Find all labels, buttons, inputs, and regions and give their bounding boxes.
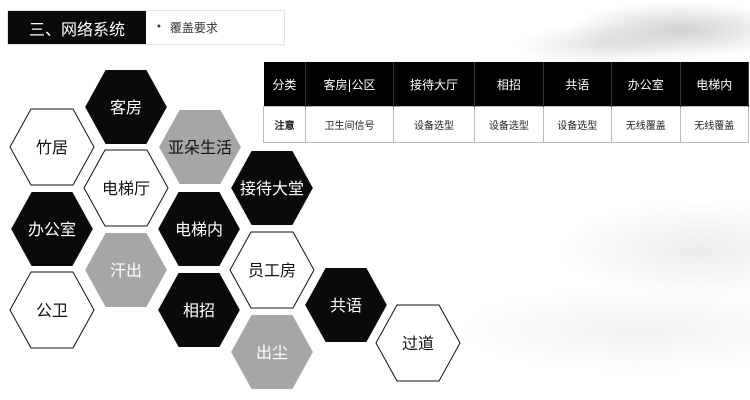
table-cell: 无线覆盖 — [679, 106, 749, 143]
hexagon-label: 电梯厅 — [102, 179, 150, 198]
table-header-cell: 电梯内 — [680, 62, 749, 107]
hexagon-shape — [228, 313, 316, 391]
hexagon-6: 办公室 — [8, 190, 96, 268]
hexagon-label: 汗出 — [110, 261, 142, 280]
hexagon-8: 汗出 — [82, 231, 170, 309]
table-row: 注意卫生间信号设备选型设备选型设备选型无线覆盖无线覆盖 — [262, 106, 749, 143]
table-header-row: 分类客房|公区接待大厅相招共语办公室电梯内 — [263, 62, 749, 107]
hexagon-label: 办公室 — [28, 220, 76, 239]
hexagon-13: 出尘 — [228, 313, 316, 391]
table-cell: 卫生间信号 — [305, 106, 394, 143]
table-cell: 无线覆盖 — [611, 106, 681, 143]
hexagon-shape — [155, 190, 243, 268]
hexagon-label: 亚朵生活 — [168, 138, 232, 157]
hexagon-shape — [9, 108, 95, 186]
coverage-table: 分类客房|公区接待大厅相招共语办公室电梯内 注意卫生间信号设备选型设备选型设备选… — [262, 62, 749, 143]
hexagon-shape — [82, 231, 170, 309]
hexagon-shape — [82, 68, 170, 146]
table-cell: 设备选型 — [392, 106, 476, 143]
hexagon-label: 过道 — [402, 334, 434, 353]
hexagon-5: 接待大堂 — [228, 149, 316, 227]
hexagon-label: 共语 — [330, 296, 362, 315]
hexagon-shape — [155, 271, 243, 349]
table-header-cell: 分类 — [263, 62, 307, 107]
hexagon-label: 员工房 — [248, 261, 296, 280]
hexagon-9: 员工房 — [229, 231, 315, 309]
table-header-cell: 共语 — [543, 62, 613, 107]
hexagon-4: 电梯厅 — [83, 149, 169, 227]
hexagon-10: 公卫 — [9, 271, 95, 349]
hexagon-1: 客房 — [82, 68, 170, 146]
hexagon-shape — [302, 266, 390, 344]
section-subtitle: 覆盖要求 — [169, 21, 218, 35]
section-title: 三、网络系统 — [8, 11, 146, 44]
hexagon-shape — [156, 108, 244, 186]
hexagon-3: 亚朵生活 — [156, 108, 244, 186]
table-cell: 注意 — [262, 106, 307, 143]
hexagon-label: 电梯内 — [175, 220, 223, 239]
table-header-cell: 客房|公区 — [305, 62, 394, 107]
hexagon-7: 电梯内 — [155, 190, 243, 268]
section-header: 三、网络系统 • 覆盖要求 — [7, 10, 285, 45]
hexagon-14: 过道 — [375, 304, 461, 382]
hexagon-shape — [228, 149, 316, 227]
hexagon-shape — [9, 271, 95, 349]
hexagon-2: 竹居 — [9, 108, 95, 186]
hexagon-11: 相招 — [155, 271, 243, 349]
hexagon-shape — [375, 304, 461, 382]
hexagon-label: 出尘 — [256, 343, 288, 362]
table-cell: 设备选型 — [542, 106, 613, 143]
hexagon-label: 公卫 — [36, 301, 68, 320]
table-header-cell: 办公室 — [611, 62, 681, 107]
hexagon-label: 客房 — [110, 98, 142, 117]
hexagon-shape — [83, 149, 169, 227]
table-header-cell: 接待大厅 — [393, 62, 476, 107]
hexagon-12: 共语 — [302, 266, 390, 344]
bullet-icon: • — [156, 22, 162, 33]
hexagon-label: 接待大堂 — [240, 179, 304, 198]
hexagon-shape — [8, 190, 96, 268]
table-header-cell: 相招 — [474, 62, 544, 107]
hexagon-label: 竹居 — [36, 138, 68, 157]
table-cell: 设备选型 — [474, 106, 544, 143]
hexagon-label: 相招 — [183, 301, 215, 320]
hexagon-shape — [229, 231, 315, 309]
